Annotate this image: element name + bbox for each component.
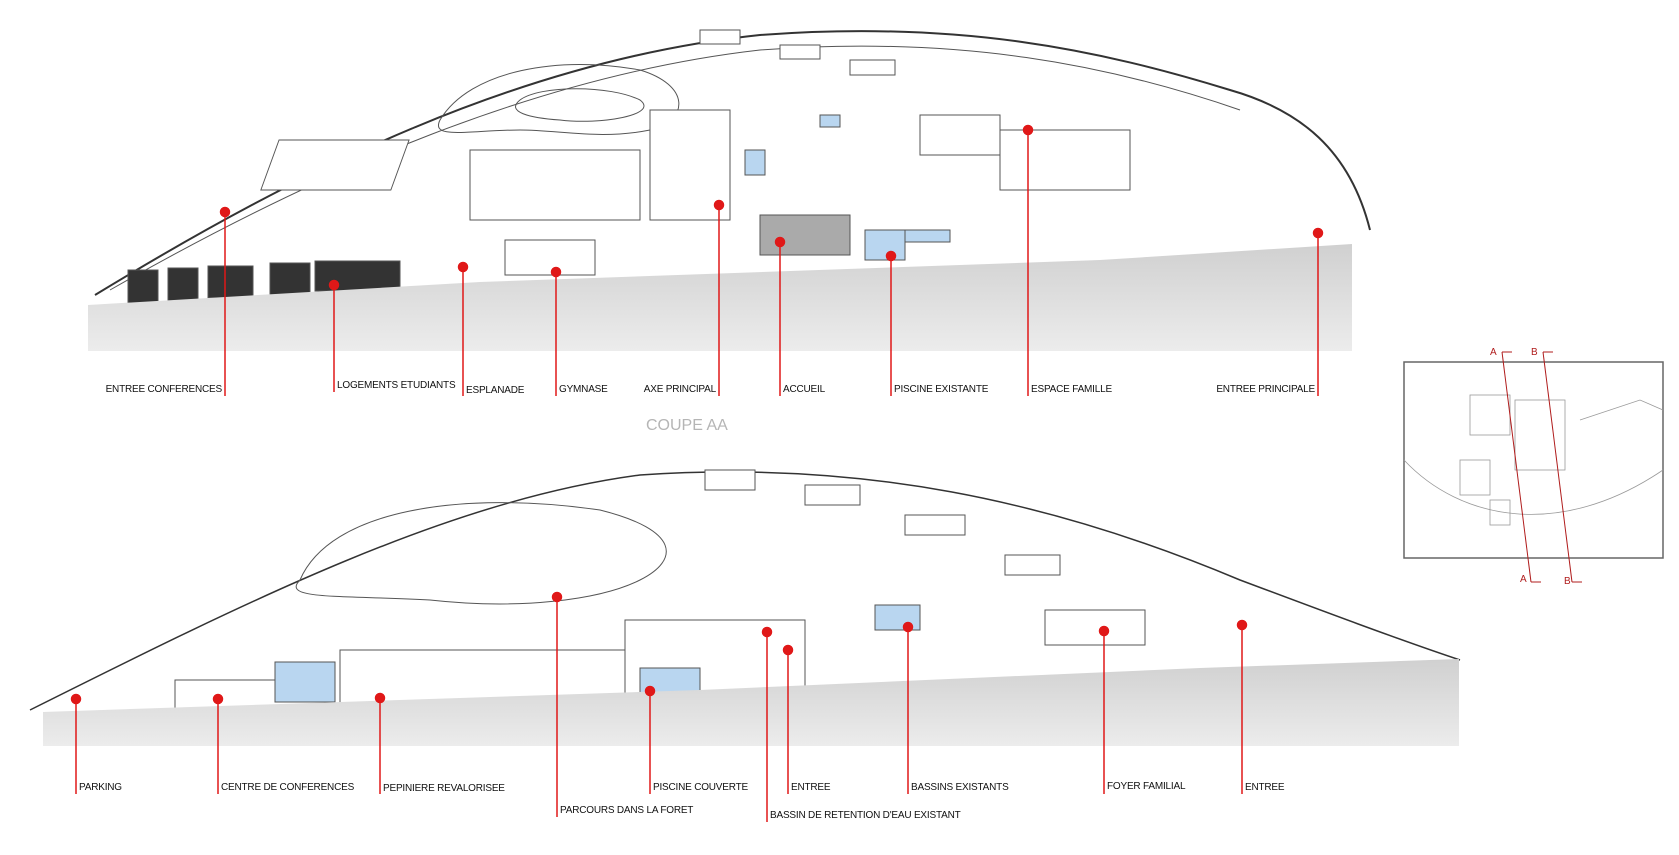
label-entree-2: ENTREE bbox=[1245, 782, 1285, 793]
label-bassins-existants: BASSINS EXISTANTS bbox=[911, 782, 1009, 793]
section-bb-ground bbox=[43, 659, 1459, 746]
label-foyer-familial: FOYER FAMILIAL bbox=[1107, 781, 1186, 792]
section-aa-ground bbox=[88, 244, 1352, 351]
label-parking: PARKING bbox=[79, 782, 122, 793]
label-centre-de-conferences: CENTRE DE CONFERENCES bbox=[221, 782, 355, 793]
label-parcours-dans-la-foret: PARCOURS DANS LA FORET bbox=[560, 805, 694, 816]
label-axe-principal: AXE PRINCIPAL bbox=[643, 384, 716, 395]
key-plan-cut-a-top: A bbox=[1490, 347, 1497, 358]
label-gymnase: GYMNASE bbox=[559, 384, 608, 395]
label-piscine-couverte: PISCINE COUVERTE bbox=[653, 782, 748, 793]
key-plan-cut-b-bottom: B bbox=[1564, 576, 1571, 587]
label-logements-etudiants: LOGEMENTS ETUDIANTS bbox=[337, 380, 456, 391]
key-plan bbox=[1403, 351, 1664, 583]
label-esplanade: ESPLANADE bbox=[466, 385, 525, 396]
label-entree-conferences: ENTREE CONFERENCES bbox=[105, 384, 223, 395]
label-accueil: ACCUEIL bbox=[783, 384, 825, 395]
key-plan-cut-b-top: B bbox=[1531, 347, 1538, 358]
label-entree: ENTREE bbox=[791, 782, 831, 793]
key-plan-cut-a-bottom: A bbox=[1520, 574, 1527, 585]
label-pepiniere-revalorisee: PEPINIERE REVALORISEE bbox=[383, 783, 505, 794]
section-title-coupe-aa: COUPE AA bbox=[646, 417, 728, 434]
label-piscine-existante: PISCINE EXISTANTE bbox=[894, 384, 989, 395]
label-entree-principale: ENTREE PRINCIPALE bbox=[1216, 384, 1315, 395]
label-espace-famille: ESPACE FAMILLE bbox=[1031, 384, 1112, 395]
marker-leaders bbox=[70, 124, 1324, 822]
section-bb-model bbox=[29, 469, 1461, 711]
label-bassin-de-retention: BASSIN DE RETENTION D'EAU EXISTANT bbox=[770, 810, 961, 821]
